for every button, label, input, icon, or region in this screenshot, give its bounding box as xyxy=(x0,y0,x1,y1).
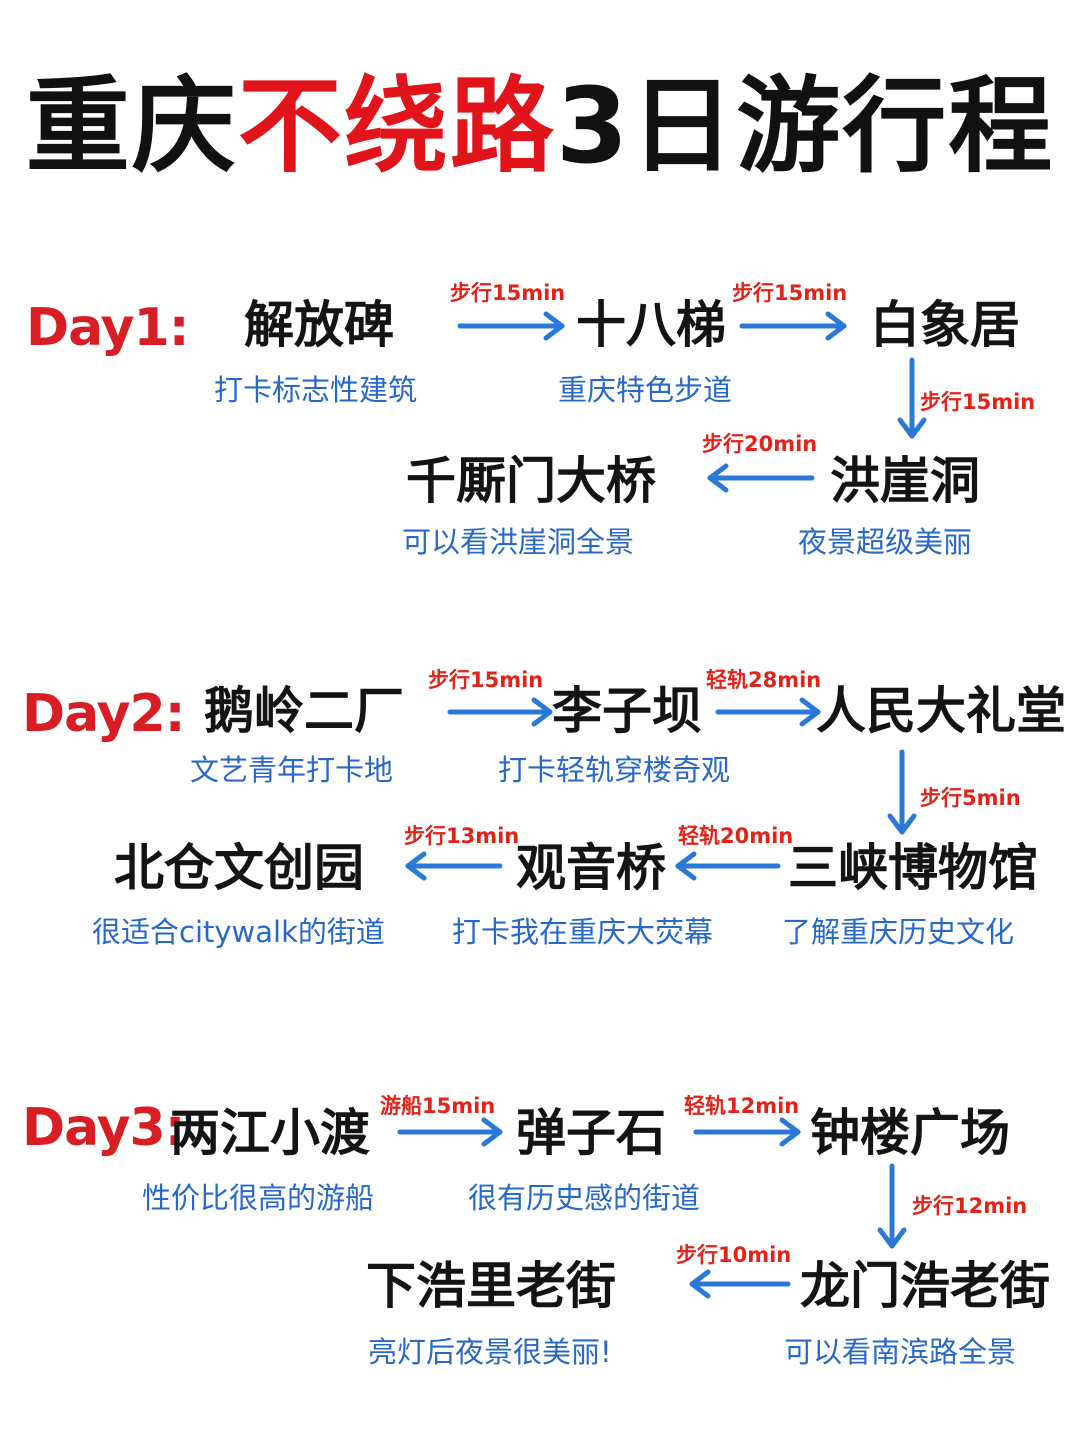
day3-leg-3: 步行12min xyxy=(912,1194,1028,1218)
day1-leg-1: 步行15min xyxy=(450,281,566,305)
day3-label: Day3: xyxy=(22,1098,186,1158)
day2-stop-1: 鹅岭二厂 xyxy=(204,682,404,740)
day2-stop-2-desc: 打卡轻轨穿楼奇观 xyxy=(498,753,731,787)
day3-stop-5-desc: 亮灯后夜景很美丽! xyxy=(368,1335,612,1369)
day2-leg-3: 步行5min xyxy=(920,786,1021,810)
day1-stop-1: 解放碑 xyxy=(244,296,394,354)
day2-leg-2: 轻轨28min xyxy=(706,668,822,692)
day3-stop-4: 龙门浩老街 xyxy=(800,1257,1050,1315)
title-part-city: 重庆 xyxy=(25,65,238,187)
day1-stop-5-desc: 可以看洪崖洞全景 xyxy=(402,525,635,559)
day1-stop-3: 白象居 xyxy=(870,296,1020,354)
day3-stop-2: 弹子石 xyxy=(516,1104,666,1162)
arrow-down-icon xyxy=(897,357,927,439)
day1-stop-1-desc: 打卡标志性建筑 xyxy=(214,373,418,407)
day1-stop-2-desc: 重庆特色步道 xyxy=(558,373,733,407)
day1-label: Day1: xyxy=(26,298,190,358)
day1-leg-2: 步行15min xyxy=(732,281,848,305)
arrow-left-icon xyxy=(675,851,781,881)
day2-stop-2: 李子坝 xyxy=(552,682,702,740)
day1-stop-4-desc: 夜景超级美丽 xyxy=(798,525,973,559)
arrow-left-icon xyxy=(405,851,503,881)
day1-stop-5: 千厮门大桥 xyxy=(406,452,656,510)
arrow-right-icon xyxy=(397,1117,503,1147)
arrow-right-icon xyxy=(739,311,847,341)
arrow-down-icon xyxy=(877,1163,907,1249)
day2-stop-6: 北仓文创园 xyxy=(114,839,364,897)
day3-stop-1-desc: 性价比很高的游船 xyxy=(142,1181,375,1215)
day2-stop-5: 观音桥 xyxy=(516,839,666,897)
day2-stop-1-desc: 文艺青年打卡地 xyxy=(190,753,394,787)
day1-stop-2: 十八梯 xyxy=(576,296,726,354)
day3-leg-4: 步行10min xyxy=(676,1243,792,1267)
day2-leg-1: 步行15min xyxy=(428,668,544,692)
arrow-left-icon xyxy=(707,463,815,493)
day3-stop-1: 两江小渡 xyxy=(170,1104,370,1162)
day1-leg-3: 步行15min xyxy=(920,390,1036,414)
title-part-highlight: 不绕路 xyxy=(237,65,556,187)
day1-stop-4: 洪崖洞 xyxy=(830,452,980,510)
arrow-right-icon xyxy=(715,697,821,727)
day3-leg-2: 轻轨12min xyxy=(684,1094,800,1118)
day2-stop-4-desc: 了解重庆历史文化 xyxy=(782,915,1015,949)
day2-stop-6-desc: 很适合citywalk的街道 xyxy=(92,915,385,949)
arrow-right-icon xyxy=(457,311,565,341)
arrow-down-icon xyxy=(887,749,917,835)
day2-label: Day2: xyxy=(22,684,186,744)
day2-leg-4: 轻轨20min xyxy=(678,824,794,848)
day3-stop-3: 钟楼广场 xyxy=(810,1104,1010,1162)
arrow-right-icon xyxy=(693,1117,801,1147)
day2-stop-5-desc: 打卡我在重庆大荧幕 xyxy=(452,915,714,949)
arrow-left-icon xyxy=(689,1269,791,1299)
day3-stop-2-desc: 很有历史感的街道 xyxy=(468,1181,701,1215)
title-part-duration: 3日游行程 xyxy=(555,65,1055,187)
day3-stop-5: 下浩里老街 xyxy=(366,1257,616,1315)
day1-leg-4: 步行20min xyxy=(702,432,818,456)
day2-stop-3: 人民大礼堂 xyxy=(816,682,1066,740)
day3-stop-4-desc: 可以看南滨路全景 xyxy=(784,1335,1017,1369)
day3-leg-1: 游船15min xyxy=(380,1094,496,1118)
day2-leg-5: 步行13min xyxy=(404,824,520,848)
arrow-right-icon xyxy=(447,697,553,727)
day2-stop-4: 三峡博物馆 xyxy=(788,839,1038,897)
